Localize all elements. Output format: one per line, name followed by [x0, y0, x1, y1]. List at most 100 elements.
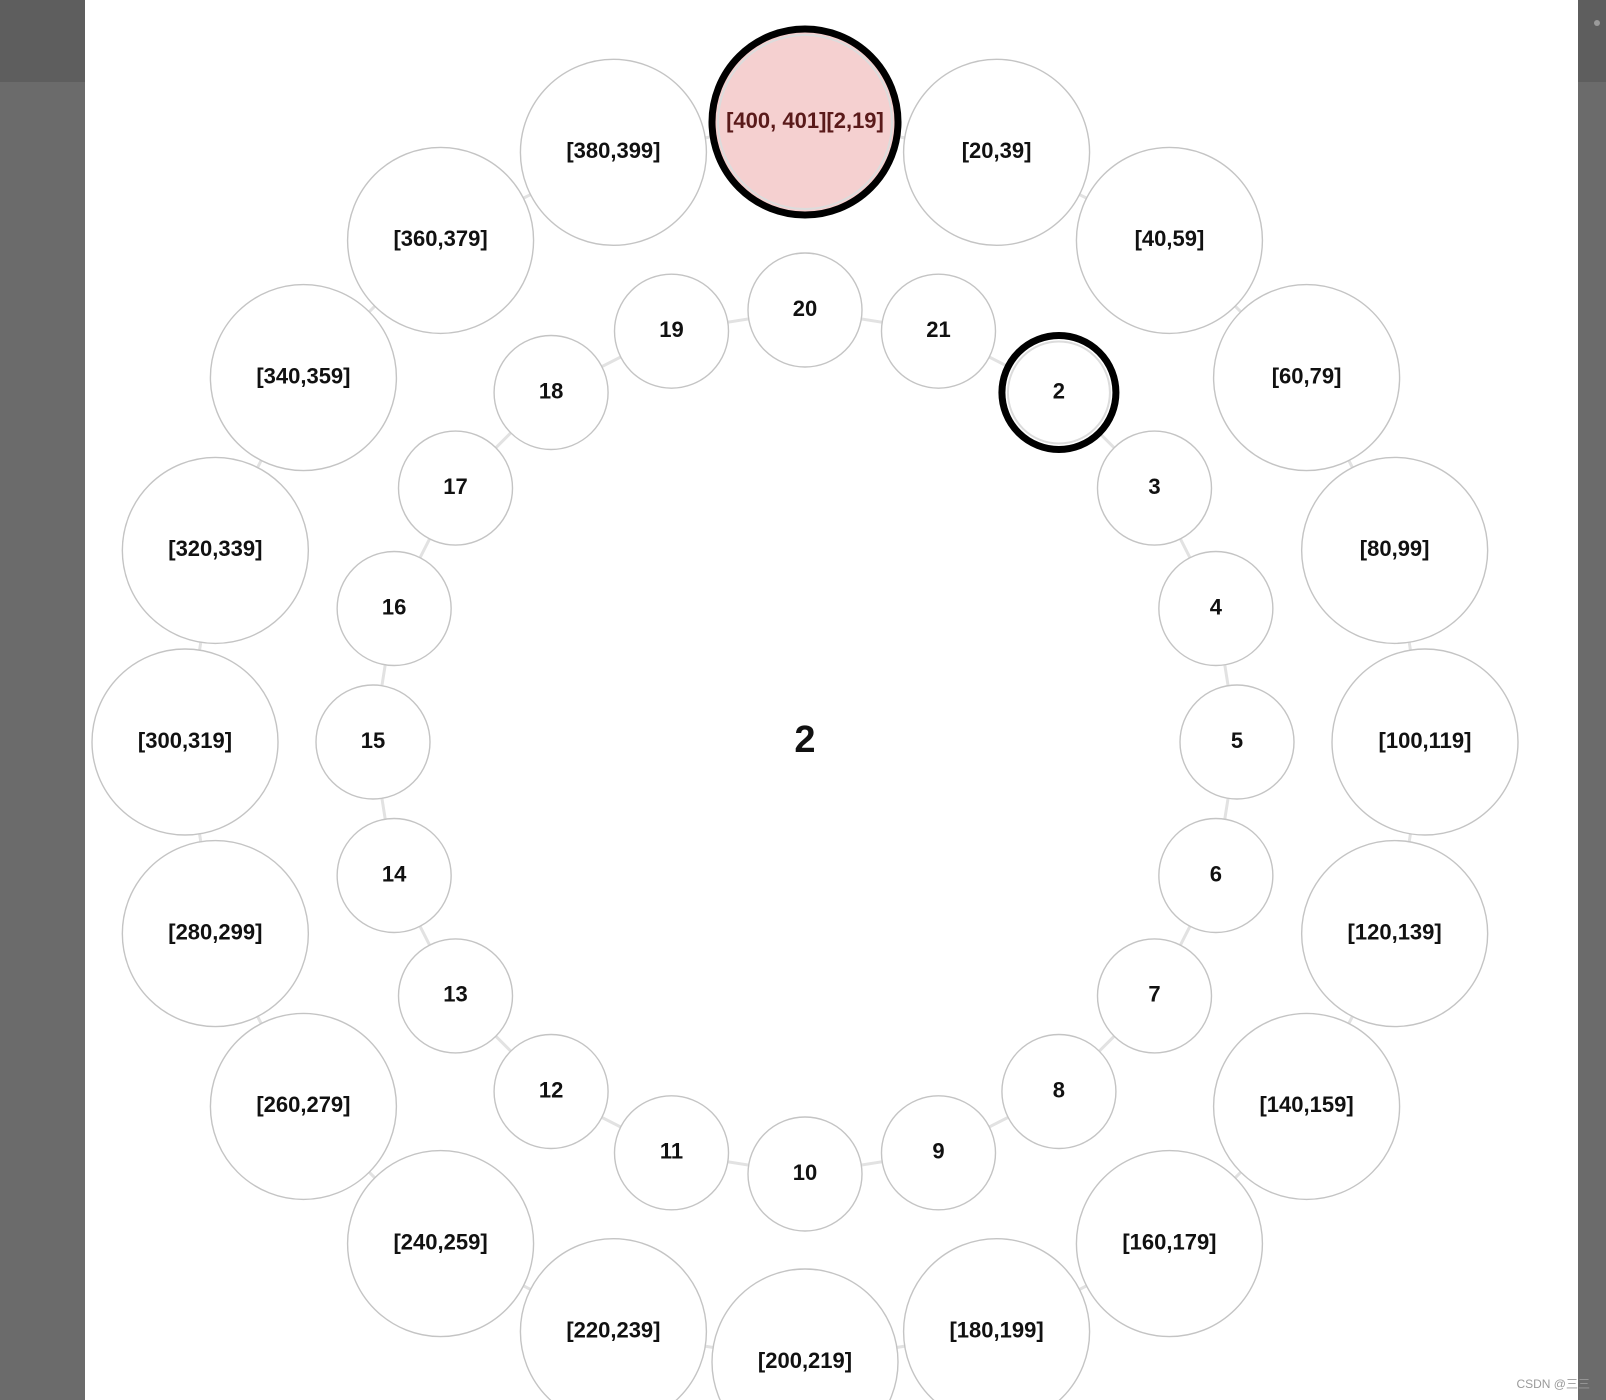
- inner-node-3[interactable]: 3: [1096, 430, 1213, 546]
- outer-node-80-99[interactable]: [80,99]: [1300, 456, 1489, 645]
- outer-node-circle[interactable]: [1075, 1149, 1264, 1338]
- inner-node-17[interactable]: 17: [397, 430, 514, 546]
- outer-node-label: [320,339]: [168, 536, 262, 561]
- outer-node-circle[interactable]: [91, 648, 279, 836]
- outer-node-circle[interactable]: [121, 456, 310, 645]
- inner-node-circle[interactable]: [613, 1095, 730, 1211]
- outer-node-140-159[interactable]: [140,159]: [1212, 1012, 1401, 1201]
- outer-node-inner-ring: [717, 34, 893, 210]
- outer-node-300-319[interactable]: [300,319]: [91, 648, 279, 836]
- outer-node-120-139[interactable]: [120,139]: [1300, 839, 1489, 1028]
- outer-node-200-219[interactable]: [200,219]: [711, 1268, 899, 1400]
- outer-node-360-379[interactable]: [360,379]: [346, 146, 535, 335]
- outer-node-circle[interactable]: [346, 146, 535, 335]
- outer-node-380-399[interactable]: [380,399]: [519, 58, 708, 247]
- outer-node-circle[interactable]: [711, 1268, 899, 1400]
- inner-node-9[interactable]: 9: [880, 1095, 997, 1211]
- inner-node-18[interactable]: 18: [493, 334, 609, 451]
- outer-node-label: [100,119]: [1379, 728, 1472, 753]
- outer-node-60-79[interactable]: [60,79]: [1212, 283, 1401, 472]
- inner-node-13[interactable]: 13: [397, 938, 514, 1054]
- inner-node-6[interactable]: 6: [1158, 817, 1274, 934]
- inner-node-circle[interactable]: [1096, 430, 1213, 546]
- inner-node-15[interactable]: 15: [315, 684, 431, 800]
- outer-node-circle[interactable]: [1331, 648, 1519, 836]
- outer-node-280-299[interactable]: [280,299]: [121, 839, 310, 1028]
- inner-node-10[interactable]: 10: [747, 1116, 863, 1232]
- outer-node-340-359[interactable]: [340,359]: [209, 283, 398, 472]
- outer-node-circle[interactable]: [902, 1237, 1091, 1400]
- inner-node-circle[interactable]: [397, 938, 514, 1054]
- inner-node-label: 2: [1053, 378, 1065, 403]
- inner-node-2[interactable]: 2: [998, 332, 1120, 454]
- outer-node-circle[interactable]: [209, 283, 398, 472]
- inner-node-circle[interactable]: [613, 273, 730, 389]
- outer-node-100-119[interactable]: [100,119]: [1331, 648, 1519, 836]
- inner-node-label: 9: [932, 1139, 944, 1164]
- inner-node-8[interactable]: 8: [1001, 1033, 1117, 1150]
- outer-node-label: [280,299]: [168, 919, 262, 944]
- outer-node-circle[interactable]: [1212, 283, 1401, 472]
- inner-node-label: 7: [1148, 982, 1160, 1007]
- inner-node-circle[interactable]: [493, 334, 609, 451]
- outer-node-circle[interactable]: [519, 1237, 708, 1400]
- outer-node-label: [360,379]: [393, 226, 487, 251]
- outer-node-240-259[interactable]: [240,259]: [346, 1149, 535, 1338]
- outer-node-circle[interactable]: [346, 1149, 535, 1338]
- outer-node-label: [160,179]: [1122, 1229, 1216, 1254]
- outer-node-circle[interactable]: [209, 1012, 398, 1201]
- inner-node-4[interactable]: 4: [1158, 550, 1274, 667]
- inner-node-circle[interactable]: [747, 1116, 863, 1232]
- inner-node-label: 3: [1148, 474, 1160, 499]
- outer-node-20-39[interactable]: [20,39]: [902, 58, 1091, 247]
- inner-node-circle[interactable]: [747, 252, 863, 368]
- inner-node-circle[interactable]: [315, 684, 431, 800]
- inner-node-5[interactable]: 5: [1179, 684, 1295, 800]
- inner-node-21[interactable]: 21: [880, 273, 997, 389]
- outer-node-circle[interactable]: [1212, 1012, 1401, 1201]
- inner-node-12[interactable]: 12: [493, 1033, 609, 1150]
- outer-node-400-401-2-19[interactable]: [400, 401][2,19]: [708, 25, 902, 219]
- inner-node-circle[interactable]: [397, 430, 514, 546]
- inner-node-circle[interactable]: [336, 550, 452, 667]
- outer-node-circle[interactable]: [1300, 839, 1489, 1028]
- outer-node-circle[interactable]: [519, 58, 708, 247]
- inner-node-label: 20: [793, 296, 817, 321]
- inner-node-label: 16: [382, 594, 406, 619]
- inner-node-circle[interactable]: [1158, 817, 1274, 934]
- ring-diagram: [400, 401][2,19][20,39][40,59][60,79][80…: [91, 25, 1519, 1400]
- inner-node-label: 21: [926, 317, 950, 342]
- inner-node-11[interactable]: 11: [613, 1095, 730, 1211]
- outer-node-circle[interactable]: [708, 25, 902, 219]
- inner-node-circle[interactable]: [1158, 550, 1274, 667]
- inner-node-20[interactable]: 20: [747, 252, 863, 368]
- outer-node-180-199[interactable]: [180,199]: [902, 1237, 1091, 1400]
- outer-node-circle[interactable]: [1300, 456, 1489, 645]
- diagram-panel: [400, 401][2,19][20,39][40,59][60,79][80…: [85, 0, 1578, 1400]
- inner-node-circle[interactable]: [998, 332, 1120, 454]
- outer-node-220-239[interactable]: [220,239]: [519, 1237, 708, 1400]
- outer-node-260-279[interactable]: [260,279]: [209, 1012, 398, 1201]
- center-label: 2: [794, 719, 815, 761]
- outer-node-circle[interactable]: [902, 58, 1091, 247]
- inner-node-14[interactable]: 14: [336, 817, 452, 934]
- outer-node-40-59[interactable]: [40,59]: [1075, 146, 1264, 335]
- inner-node-circle[interactable]: [880, 273, 997, 389]
- inner-node-circle[interactable]: [1001, 1033, 1117, 1150]
- inner-node-16[interactable]: 16: [336, 550, 452, 667]
- outer-node-label: [380,399]: [566, 138, 660, 163]
- inner-node-circle[interactable]: [493, 1033, 609, 1150]
- outer-node-circle[interactable]: [121, 839, 310, 1028]
- outer-node-circle[interactable]: [1075, 146, 1264, 335]
- inner-node-label: 12: [539, 1077, 563, 1102]
- inner-node-circle[interactable]: [1096, 938, 1213, 1054]
- inner-node-circle[interactable]: [880, 1095, 997, 1211]
- inner-node-19[interactable]: 19: [613, 273, 730, 389]
- inner-node-circle[interactable]: [1179, 684, 1295, 800]
- inner-node-label: 15: [361, 728, 385, 753]
- outer-node-320-339[interactable]: [320,339]: [121, 456, 310, 645]
- inner-node-circle[interactable]: [336, 817, 452, 934]
- outer-node-160-179[interactable]: [160,179]: [1075, 1149, 1264, 1338]
- inner-node-7[interactable]: 7: [1096, 938, 1213, 1054]
